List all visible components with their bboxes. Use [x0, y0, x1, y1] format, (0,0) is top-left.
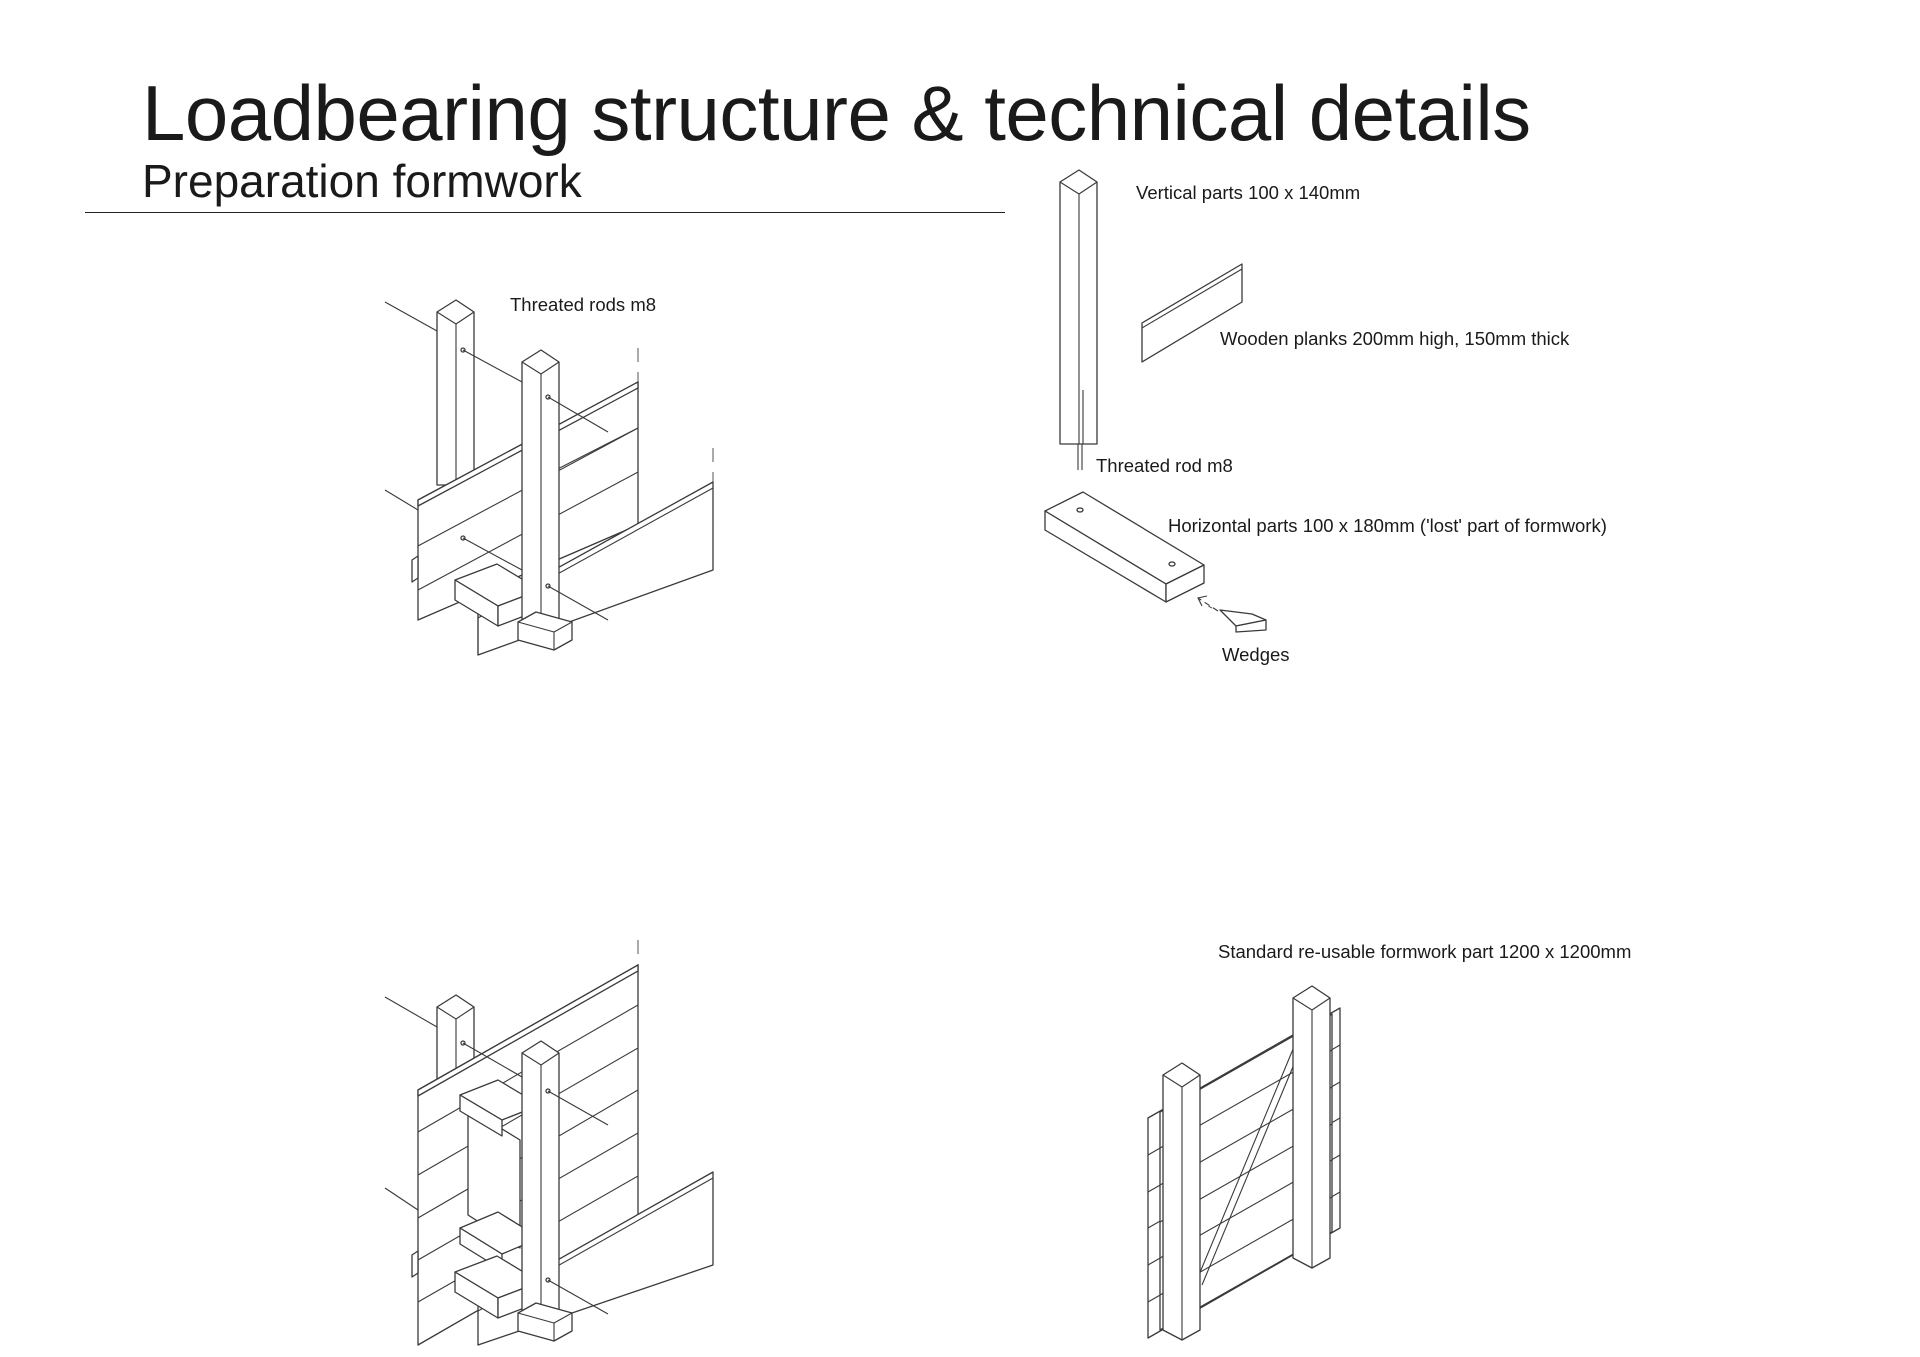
page-subtitle: Preparation formwork	[142, 155, 582, 207]
assembly-drawing-bottom	[384, 940, 714, 1346]
label-wooden-planks: Wooden planks 200mm high, 150mm thick	[1220, 328, 1570, 349]
label-threaded-rods: Threated rods m8	[510, 294, 656, 315]
post-footing	[517, 611, 573, 651]
label-wedges: Wedges	[1222, 644, 1290, 665]
label-standard-formwork: Standard re-usable formwork part 1200 x …	[1218, 941, 1631, 962]
wooden-plank	[1141, 263, 1243, 363]
standard-formwork-panel	[1147, 985, 1341, 1341]
exploded-parts	[1044, 169, 1267, 633]
assembly-drawing-top	[384, 299, 714, 656]
label-threaded-rod: Threated rod m8	[1096, 455, 1233, 476]
label-horizontal-parts: Horizontal parts 100 x 180mm ('lost' par…	[1168, 515, 1607, 536]
page-title: Loadbearing structure & technical detail…	[142, 69, 1531, 157]
title-divider	[85, 212, 1005, 213]
label-vertical-parts: Vertical parts 100 x 140mm	[1136, 182, 1360, 203]
